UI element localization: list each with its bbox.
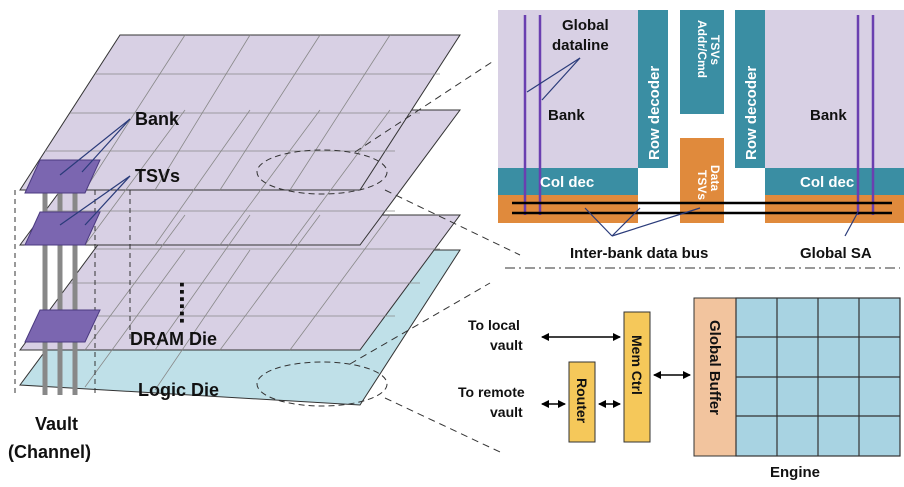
addr-cmd-label-1: Addr/Cmd — [695, 20, 709, 78]
global-sa-label: Global SA — [800, 245, 872, 262]
global-dataline-lines — [523, 15, 875, 215]
leader-lines — [59, 118, 131, 226]
bank-label: Bank — [135, 109, 180, 129]
inter-bank-bus-label: Inter-bank data bus — [570, 245, 708, 262]
router-label: Router — [574, 378, 590, 424]
mem-ctrl-block — [623, 311, 651, 443]
global-buffer-label: Global Buffer — [706, 320, 723, 415]
mem-ctrl-label: Mem Ctrl — [629, 335, 645, 395]
col-dec-left-label: Col dec — [540, 174, 594, 191]
vault-outline — [14, 190, 131, 395]
global-dataline-label-1: Global — [562, 17, 609, 34]
logic-die-grid — [84, 249, 251, 391]
global-sa-left — [498, 195, 638, 223]
bank-left-label: Bank — [548, 107, 585, 124]
lower-die-grid — [45, 214, 440, 351]
addr-cmd-label-2: TSVs — [708, 35, 722, 65]
row-decoder-left — [638, 10, 668, 168]
inter-bank-bus-lines — [512, 201, 892, 215]
to-local-vault-label-2: vault — [490, 337, 523, 353]
tsvs-label: TSVs — [135, 166, 180, 186]
bank-left-block — [498, 10, 638, 168]
to-remote-vault-label-1: To remote — [458, 384, 525, 400]
router-block — [568, 361, 596, 443]
row-decoder-left-label: Row decoder — [646, 66, 663, 160]
callout-connectors — [349, 59, 521, 453]
bank-leader-lines — [526, 57, 859, 237]
engine-label: Engine — [770, 464, 820, 481]
stack-ellipsis: ...... — [174, 281, 204, 324]
global-dataline-label-2: dataline — [552, 37, 609, 54]
data-tsvs-label-2: TSVs — [695, 170, 709, 200]
vault-label: Vault — [35, 414, 78, 434]
row-decoder-right-label: Row decoder — [743, 66, 760, 160]
col-dec-right-label: Col dec — [800, 174, 854, 191]
dram-die-label: DRAM Die — [130, 329, 217, 349]
data-flow-arrows — [541, 333, 691, 408]
col-dec-right — [765, 168, 904, 195]
to-remote-vault-label-2: vault — [490, 404, 523, 420]
addr-cmd-tsvs-block — [680, 10, 724, 114]
logic-die-callout-ellipse — [256, 361, 388, 407]
logic-layout: Global Buffer Engine Mem Ctrl Router — [458, 297, 901, 481]
die-stack: ...... Bank TSVs DRAM Die Logic Die Vaul… — [8, 34, 461, 462]
to-local-vault-label-1: To local — [468, 317, 520, 333]
bank-right-label: Bank — [810, 107, 847, 124]
global-buffer-block — [693, 297, 737, 457]
data-tsvs-label-1: Data — [708, 165, 722, 191]
col-dec-left — [498, 168, 638, 195]
top-die-grid — [45, 34, 440, 191]
data-tsvs-block — [680, 138, 724, 223]
logic-die-label: Logic Die — [138, 380, 219, 400]
global-sa-right — [765, 195, 904, 223]
row-decoder-right — [735, 10, 765, 168]
engine-grid — [735, 297, 901, 457]
channel-label: (Channel) — [8, 442, 91, 462]
tsv-pads — [24, 159, 101, 343]
top-die-callout-ellipse — [256, 149, 388, 195]
bank-layout: Global dataline Bank Bank Row decoder Ro… — [498, 10, 904, 262]
middle-die-grid — [45, 109, 395, 246]
bank-right-block — [765, 10, 904, 168]
